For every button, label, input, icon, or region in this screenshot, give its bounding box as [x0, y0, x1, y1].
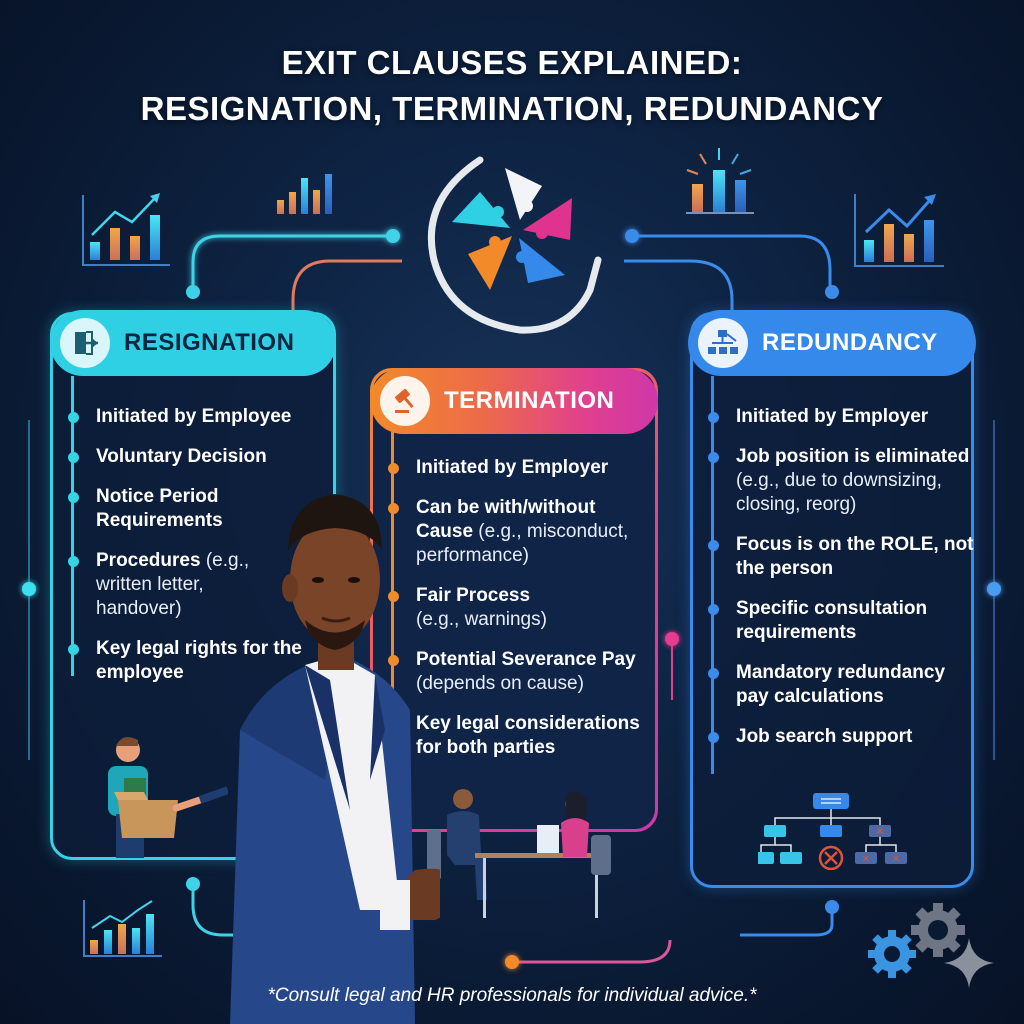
svg-text:✕: ✕ [862, 854, 870, 865]
svg-text:✕: ✕ [892, 854, 900, 865]
redundancy-header: REDUNDANCY [688, 310, 976, 376]
list-item: Key legal considerations for both partie… [388, 712, 654, 760]
termination-title: TERMINATION [444, 387, 615, 414]
list-item: Initiated by Employer [708, 405, 974, 429]
resignation-title: RESIGNATION [124, 329, 295, 356]
bullet-dot [68, 452, 79, 463]
bullet-dot [708, 732, 719, 743]
list-item: Specific consultation requirements [708, 597, 974, 645]
list-item: Initiated by Employer [388, 456, 654, 480]
bullet-dot [388, 503, 399, 514]
bar-chart-burst-icon [686, 148, 754, 214]
bullet-dot [68, 556, 79, 567]
list-item: Notice Period Requirements [68, 485, 266, 533]
bullet-dot [68, 412, 79, 423]
title-line-1: EXIT CLAUSES EXPLAINED: [281, 44, 743, 81]
list-item: Mandatory redundancy pay calculations [708, 661, 974, 709]
bullet-dot [388, 655, 399, 666]
disclaimer-footer: *Consult legal and HR professionals for … [267, 985, 757, 1006]
termination-timeline [391, 432, 394, 732]
redundancy-card [690, 312, 974, 888]
termination-list: Initiated by Employer Can be with/withou… [388, 456, 654, 776]
bar-chart-icon [277, 174, 332, 214]
people-circle-logo-icon [427, 156, 602, 334]
list-item: Potential Severance Pay (depends on caus… [388, 648, 654, 696]
list-item: Fair Process (e.g., warnings) [388, 584, 566, 632]
bullet-dot [708, 540, 719, 551]
org-chart-icon [698, 318, 748, 368]
list-item: Procedures (e.g., written letter, handov… [68, 549, 266, 621]
door-exit-icon [60, 318, 110, 368]
redundancy-timeline [711, 376, 714, 774]
bullet-dot [708, 604, 719, 615]
employee-with-box-illustration [108, 737, 228, 858]
termination-header: TERMINATION [370, 368, 658, 434]
list-item: Can be with/without Cause (e.g., miscond… [388, 496, 654, 568]
list-item: Initiated by Employee [68, 405, 336, 429]
gears-icon [868, 903, 965, 978]
svg-text:✕: ✕ [875, 825, 884, 838]
bar-line-chart-icon-bottom [83, 900, 162, 957]
resignation-list: Initiated by Employee Voluntary Decision… [68, 405, 336, 701]
resignation-timeline [71, 376, 74, 676]
bullet-dot [68, 492, 79, 503]
bar-line-chart-icon-right [854, 194, 944, 267]
meeting-at-desk-illustration [427, 789, 611, 918]
org-chart-eliminated-illustration: ✕ ✕ ✕ [758, 793, 907, 870]
bullet-dot [388, 591, 399, 602]
bar-line-chart-icon [82, 193, 170, 266]
redundancy-list: Initiated by Employer Job position is el… [708, 405, 974, 765]
list-item: Focus is on the ROLE, not the person [708, 533, 974, 581]
list-item: Voluntary Decision [68, 445, 336, 469]
title-line-2: RESIGNATION, TERMINATION, REDUNDANCY [140, 90, 884, 127]
termination-card [370, 368, 658, 832]
redundancy-title: REDUNDANCY [762, 329, 938, 356]
page-title: EXIT CLAUSES EXPLAINED: RESIGNATION, TER… [0, 40, 1024, 132]
bullet-dot [388, 463, 399, 474]
businessman-illustration [230, 494, 440, 1024]
bullet-dot [708, 412, 719, 423]
gavel-icon [380, 376, 430, 426]
sparkle-icon [944, 938, 994, 988]
bullet-dot [708, 452, 719, 463]
resignation-header: RESIGNATION [50, 310, 336, 376]
list-item: Key legal rights for the employee [68, 637, 316, 685]
bullet-dot [708, 668, 719, 679]
list-item: Job search support [708, 725, 974, 749]
list-item: Job position is eliminated (e.g., due to… [708, 445, 974, 517]
bullet-dot [68, 644, 79, 655]
